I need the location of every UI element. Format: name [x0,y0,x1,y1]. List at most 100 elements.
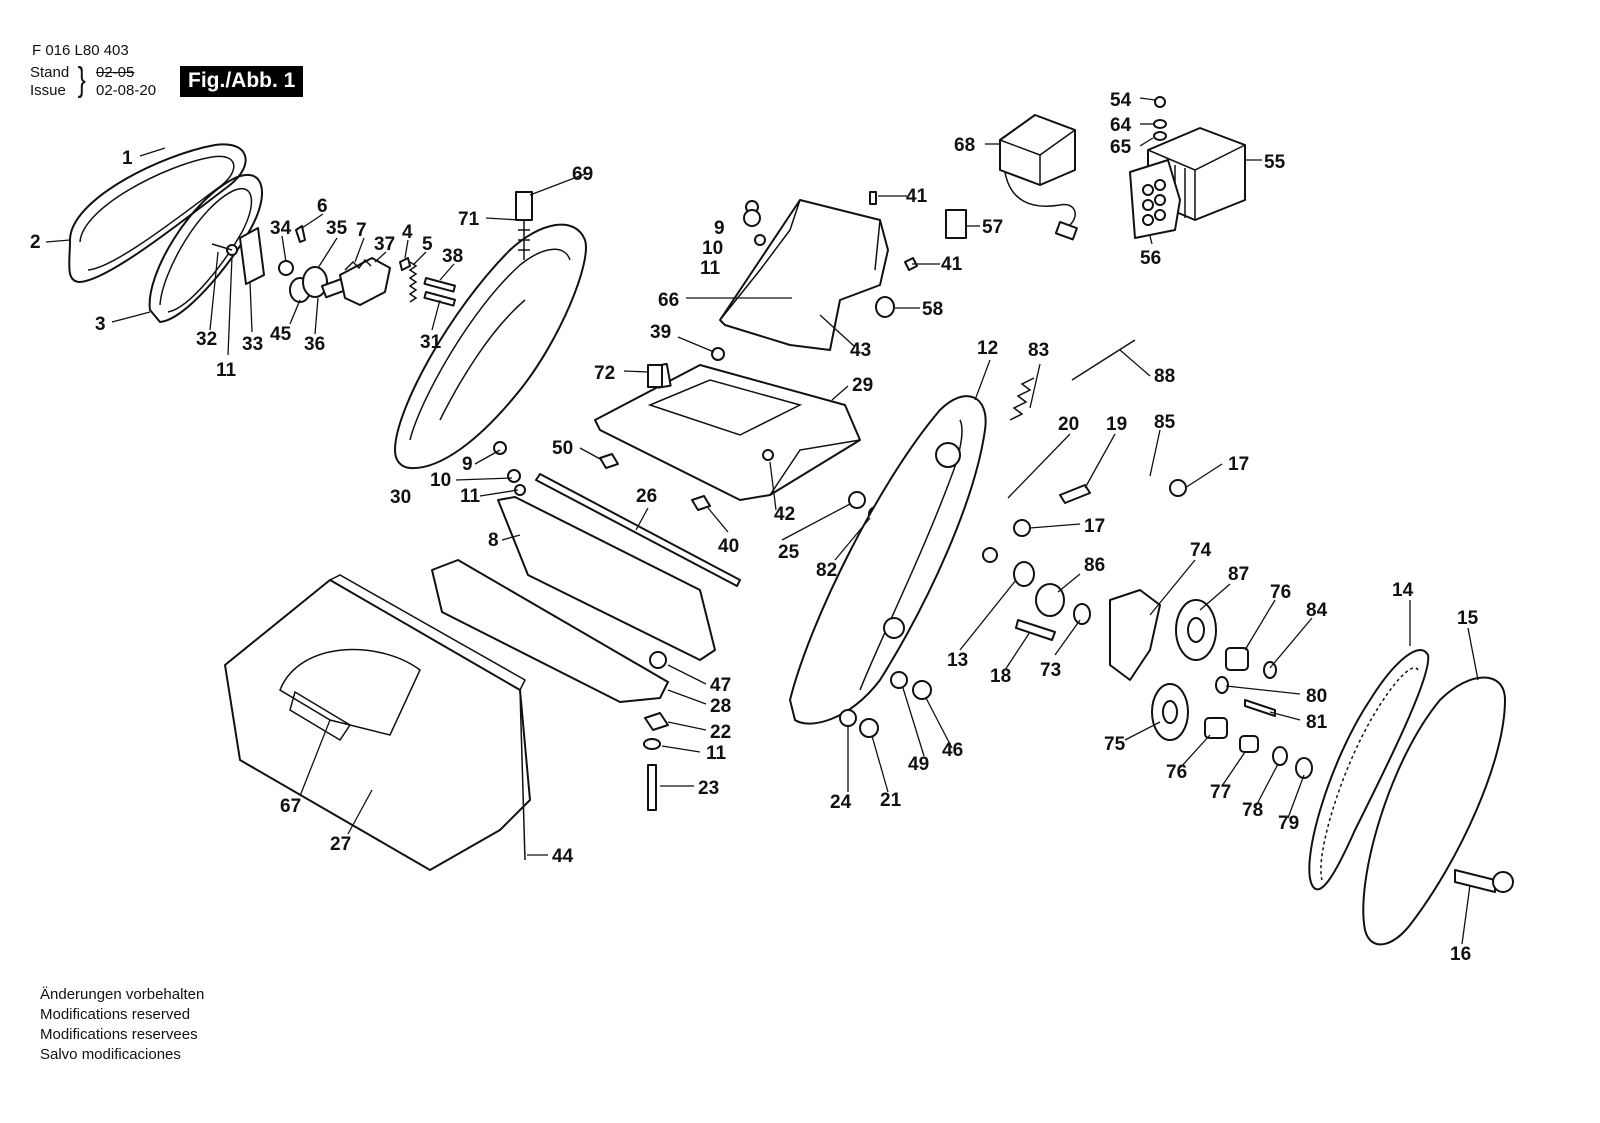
callout-57: 57 [982,217,1003,238]
connector-56 [1129,159,1181,239]
callout-80: 80 [1306,686,1327,707]
gear-housing-12 [789,395,998,725]
housing-30 [394,191,587,470]
leader-lines [45,97,1479,945]
callout-24: 24 [830,792,852,813]
switch-box-68 [999,114,1078,241]
callout-50: 50 [552,438,573,459]
callout-40: 40 [718,536,739,557]
callout-1: 1 [122,148,133,169]
callout-86: 86 [1084,555,1105,576]
callout-38: 38 [442,246,463,267]
belt-3 [148,173,263,323]
callout-44: 44 [552,846,574,867]
callout-43: 43 [850,340,871,361]
callout-11d: 11 [706,743,727,764]
note-english: Modifications reserved [40,1006,191,1023]
callout-69: 69 [572,164,593,185]
figure-badge: Fig./Abb. 1 [180,66,304,97]
callout-29: 29 [852,375,873,396]
grass-box-27 [224,574,531,871]
superseded-date: 02-05 [96,64,135,81]
callout-13: 13 [947,650,968,671]
callout-30: 30 [390,487,411,508]
callout-21: 21 [880,790,902,811]
callout-47: 47 [710,675,731,696]
callout-85: 85 [1154,412,1176,433]
callout-72: 72 [594,363,615,384]
callout-64: 64 [1110,115,1132,136]
modification-notice: Änderungen vorbehalten Modifications res… [40,985,204,1065]
callout-6: 6 [317,196,328,217]
callout-10b: 10 [430,470,451,491]
callout-11b: 11 [460,486,481,507]
callout-46: 46 [942,740,963,761]
pulley-assembly-36 [278,225,354,303]
issue-label: Issue [30,82,66,99]
issue-date: 02-08-20 [96,82,157,99]
springs-5-38 [399,257,456,307]
callout-39: 39 [650,322,671,343]
callout-2: 2 [30,232,41,253]
lower-blade-28 [431,559,669,703]
callout-76b: 76 [1166,762,1187,783]
callout-34: 34 [270,218,292,239]
callout-12: 12 [977,338,998,359]
callout-5: 5 [422,234,433,255]
callout-35: 35 [326,218,348,239]
callout-58: 58 [922,299,943,320]
callout-82: 82 [816,560,837,581]
callout-41b: 41 [941,254,963,275]
callout-3: 3 [95,314,106,335]
callout-74: 74 [1190,540,1212,561]
callout-20: 20 [1058,414,1079,435]
callout-88: 88 [1154,366,1175,387]
callout-76a: 76 [1270,582,1291,603]
callout-75: 75 [1104,734,1126,755]
stand-label: Stand [30,64,70,81]
toothed-belt-14 [1308,649,1430,891]
callout-9a: 9 [714,218,725,239]
callout-84: 84 [1306,600,1328,621]
belt-2 [68,143,247,283]
callout-37: 37 [374,234,395,255]
brace-icon: } [77,61,86,99]
callout-32: 32 [196,329,217,350]
callout-25: 25 [778,542,800,563]
callout-7: 7 [356,220,367,241]
gear-parts [839,339,1313,779]
callout-labels: 1 2 3 4 5 6 7 8 9 9 10 10 11 11 11 11 12… [30,90,1479,965]
document-number: F 016 L80 403 [32,42,129,59]
shaft-26 [535,473,741,587]
callout-65: 65 [1110,137,1132,158]
callout-56: 56 [1140,248,1161,269]
callout-83: 83 [1028,340,1049,361]
bracket-33 [211,227,265,285]
note-german: Änderungen vorbehalten [40,986,205,1003]
callout-49: 49 [908,754,929,775]
note-spanish: Salvo modificaciones [40,1046,181,1063]
callout-55: 55 [1264,152,1286,173]
callout-78: 78 [1242,800,1263,821]
callout-31: 31 [420,332,442,353]
sleeve-58 [875,296,895,318]
callout-66: 66 [658,290,679,311]
motor-cover-29 [594,362,861,501]
callout-17b: 17 [1084,516,1105,537]
callout-36: 36 [304,334,325,355]
handle-cover-66 [719,191,918,351]
callout-19: 19 [1106,414,1127,435]
callout-23: 23 [698,778,719,799]
callout-27: 27 [330,834,351,855]
callout-79: 79 [1278,813,1299,834]
callout-11a: 11 [700,258,721,279]
callout-87: 87 [1228,564,1249,585]
callout-73: 73 [1040,660,1061,681]
callout-41a: 41 [906,186,928,207]
capacitor-57 [945,209,967,239]
note-french: Modifications reservees [40,1026,198,1043]
callout-4: 4 [402,222,413,243]
callout-45: 45 [270,324,292,345]
callout-81: 81 [1306,712,1328,733]
